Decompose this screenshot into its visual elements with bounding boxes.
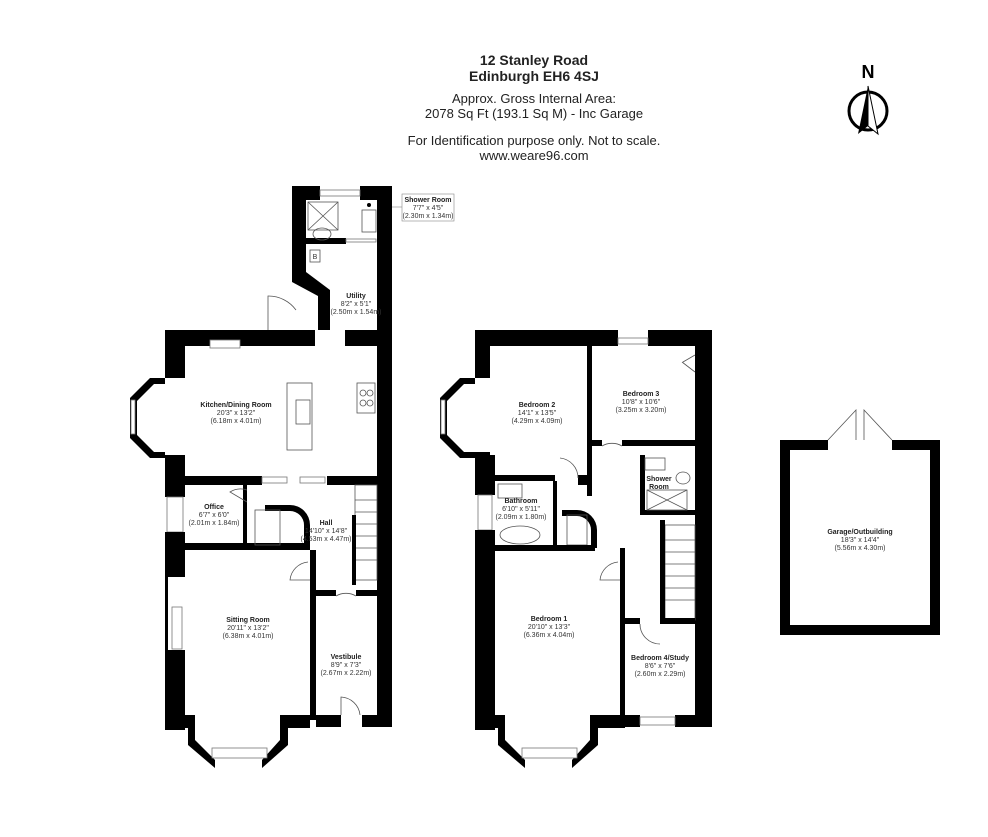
svg-text:(2.30m x 1.34m): (2.30m x 1.34m): [403, 213, 454, 220]
svg-text:(2.50m x 1.54m): (2.50m x 1.54m): [331, 309, 382, 316]
svg-text:(4.53m x 4.47m): (4.53m x 4.47m): [301, 536, 352, 543]
svg-text:(2.01m x 1.84m): (2.01m x 1.84m): [189, 520, 240, 527]
room-label-office: Office 6'7" x 6'0" (2.01m x 1.84m): [189, 504, 240, 527]
svg-text:Vestibule: Vestibule: [331, 654, 362, 661]
svg-text:14'10" x 14'8": 14'10" x 14'8": [305, 528, 348, 535]
svg-text:20'11" x 13'2": 20'11" x 13'2": [227, 625, 269, 632]
svg-text:Kitchen/Dining Room: Kitchen/Dining Room: [200, 402, 271, 409]
svg-text:Hall: Hall: [320, 520, 333, 527]
svg-text:Bedroom 1: Bedroom 1: [531, 616, 568, 623]
address-line-2: Edinburgh EH6 4SJ: [469, 68, 599, 84]
room-label-bathroom: Bathroom 6'10" x 5'11" (2.09m x 1.80m): [496, 498, 547, 521]
svg-text:(3.25m x 3.20m): (3.25m x 3.20m): [616, 407, 667, 414]
svg-text:Bedroom 3: Bedroom 3: [623, 391, 660, 398]
svg-text:18'3" x 14'4": 18'3" x 14'4": [841, 537, 880, 544]
north-compass-icon: N: [847, 62, 889, 136]
room-label-bedroom-4: Bedroom 4/Study 8'6" x 7'6" (2.60m x 2.2…: [631, 655, 689, 678]
first-floor-plan: [440, 330, 712, 768]
room-label-shower-room-ground: Shower Room 7'7" x 4'5" (2.30m x 1.34m): [392, 193, 455, 222]
svg-text:20'10" x 13'3": 20'10" x 13'3": [528, 624, 571, 631]
svg-text:(6.18m x 4.01m): (6.18m x 4.01m): [211, 418, 262, 425]
room-label-garage: Garage/Outbuilding 18'3" x 14'4" (5.56m …: [827, 529, 892, 552]
svg-text:6'10" x 5'11": 6'10" x 5'11": [502, 506, 540, 513]
area-value: 2078 Sq Ft (193.1 Sq M) - Inc Garage: [424, 106, 644, 121]
svg-text:(6.38m x 4.01m): (6.38m x 4.01m): [223, 633, 274, 640]
svg-text:8'6" x 7'6": 8'6" x 7'6": [645, 663, 676, 670]
svg-text:7'7" x 4'5": 7'7" x 4'5": [413, 205, 444, 212]
svg-text:(2.09m x 1.80m): (2.09m x 1.80m): [496, 514, 547, 521]
svg-text:(4.29m x 4.09m): (4.29m x 4.09m): [512, 418, 563, 425]
svg-text:(5.56m x 4.30m): (5.56m x 4.30m): [835, 545, 886, 552]
svg-text:Garage/Outbuilding: Garage/Outbuilding: [827, 529, 892, 536]
svg-text:8'2" x 5'1": 8'2" x 5'1": [341, 301, 372, 308]
website: www.weare96.com: [479, 148, 589, 163]
room-label-bedroom-3: Bedroom 3 10'8" x 10'6" (3.25m x 3.20m): [616, 391, 667, 414]
svg-text:14'1" x 13'5": 14'1" x 13'5": [518, 410, 557, 417]
room-label-bedroom-2: Bedroom 2 14'1" x 13'5" (4.29m x 4.09m): [512, 402, 563, 425]
room-label-utility: Utility 8'2" x 5'1" (2.50m x 1.54m): [331, 293, 382, 316]
svg-text:Office: Office: [204, 504, 224, 511]
room-label-sitting-room: Sitting Room 20'11" x 13'2" (6.38m x 4.0…: [223, 617, 274, 640]
svg-text:8'9" x 7'3": 8'9" x 7'3": [331, 662, 362, 669]
svg-text:Room: Room: [649, 484, 669, 491]
room-label-kitchen: Kitchen/Dining Room 20'3" x 13'2" (6.18m…: [200, 402, 271, 425]
svg-text:Utility: Utility: [346, 293, 366, 300]
address-line-1: 12 Stanley Road: [479, 52, 589, 68]
compass-label: N: [862, 62, 875, 82]
room-label-vestibule: Vestibule 8'9" x 7'3" (2.67m x 2.22m): [321, 654, 372, 677]
area-label: Approx. Gross Internal Area:: [451, 91, 617, 106]
svg-text:(6.36m x 4.04m): (6.36m x 4.04m): [524, 632, 575, 639]
ground-floor-plan: B: [130, 186, 392, 768]
svg-text:Bedroom 4/Study: Bedroom 4/Study: [631, 655, 689, 662]
svg-text:Sitting Room: Sitting Room: [226, 617, 270, 624]
svg-text:Bedroom 2: Bedroom 2: [519, 402, 556, 409]
svg-text:(2.67m x 2.22m): (2.67m x 2.22m): [321, 670, 372, 677]
garage-plan: [780, 408, 940, 635]
svg-text:20'3" x 13'2": 20'3" x 13'2": [217, 410, 256, 417]
boiler-label: B: [313, 254, 318, 261]
svg-text:Bathroom: Bathroom: [504, 498, 537, 505]
svg-text:10'8" x 10'6": 10'8" x 10'6": [622, 399, 661, 406]
disclaimer: For Identification purpose only. Not to …: [407, 133, 661, 148]
svg-text:Shower: Shower: [646, 476, 672, 483]
svg-text:(2.60m x 2.29m): (2.60m x 2.29m): [635, 671, 686, 678]
room-label-hall: Hall 14'10" x 14'8" (4.53m x 4.47m): [301, 520, 352, 543]
room-label-shower-room-first: Shower Room: [646, 476, 672, 491]
svg-text:Shower Room: Shower Room: [404, 197, 451, 204]
svg-text:6'7" x 6'0": 6'7" x 6'0": [199, 512, 230, 519]
room-label-bedroom-1: Bedroom 1 20'10" x 13'3" (6.36m x 4.04m): [524, 616, 575, 639]
